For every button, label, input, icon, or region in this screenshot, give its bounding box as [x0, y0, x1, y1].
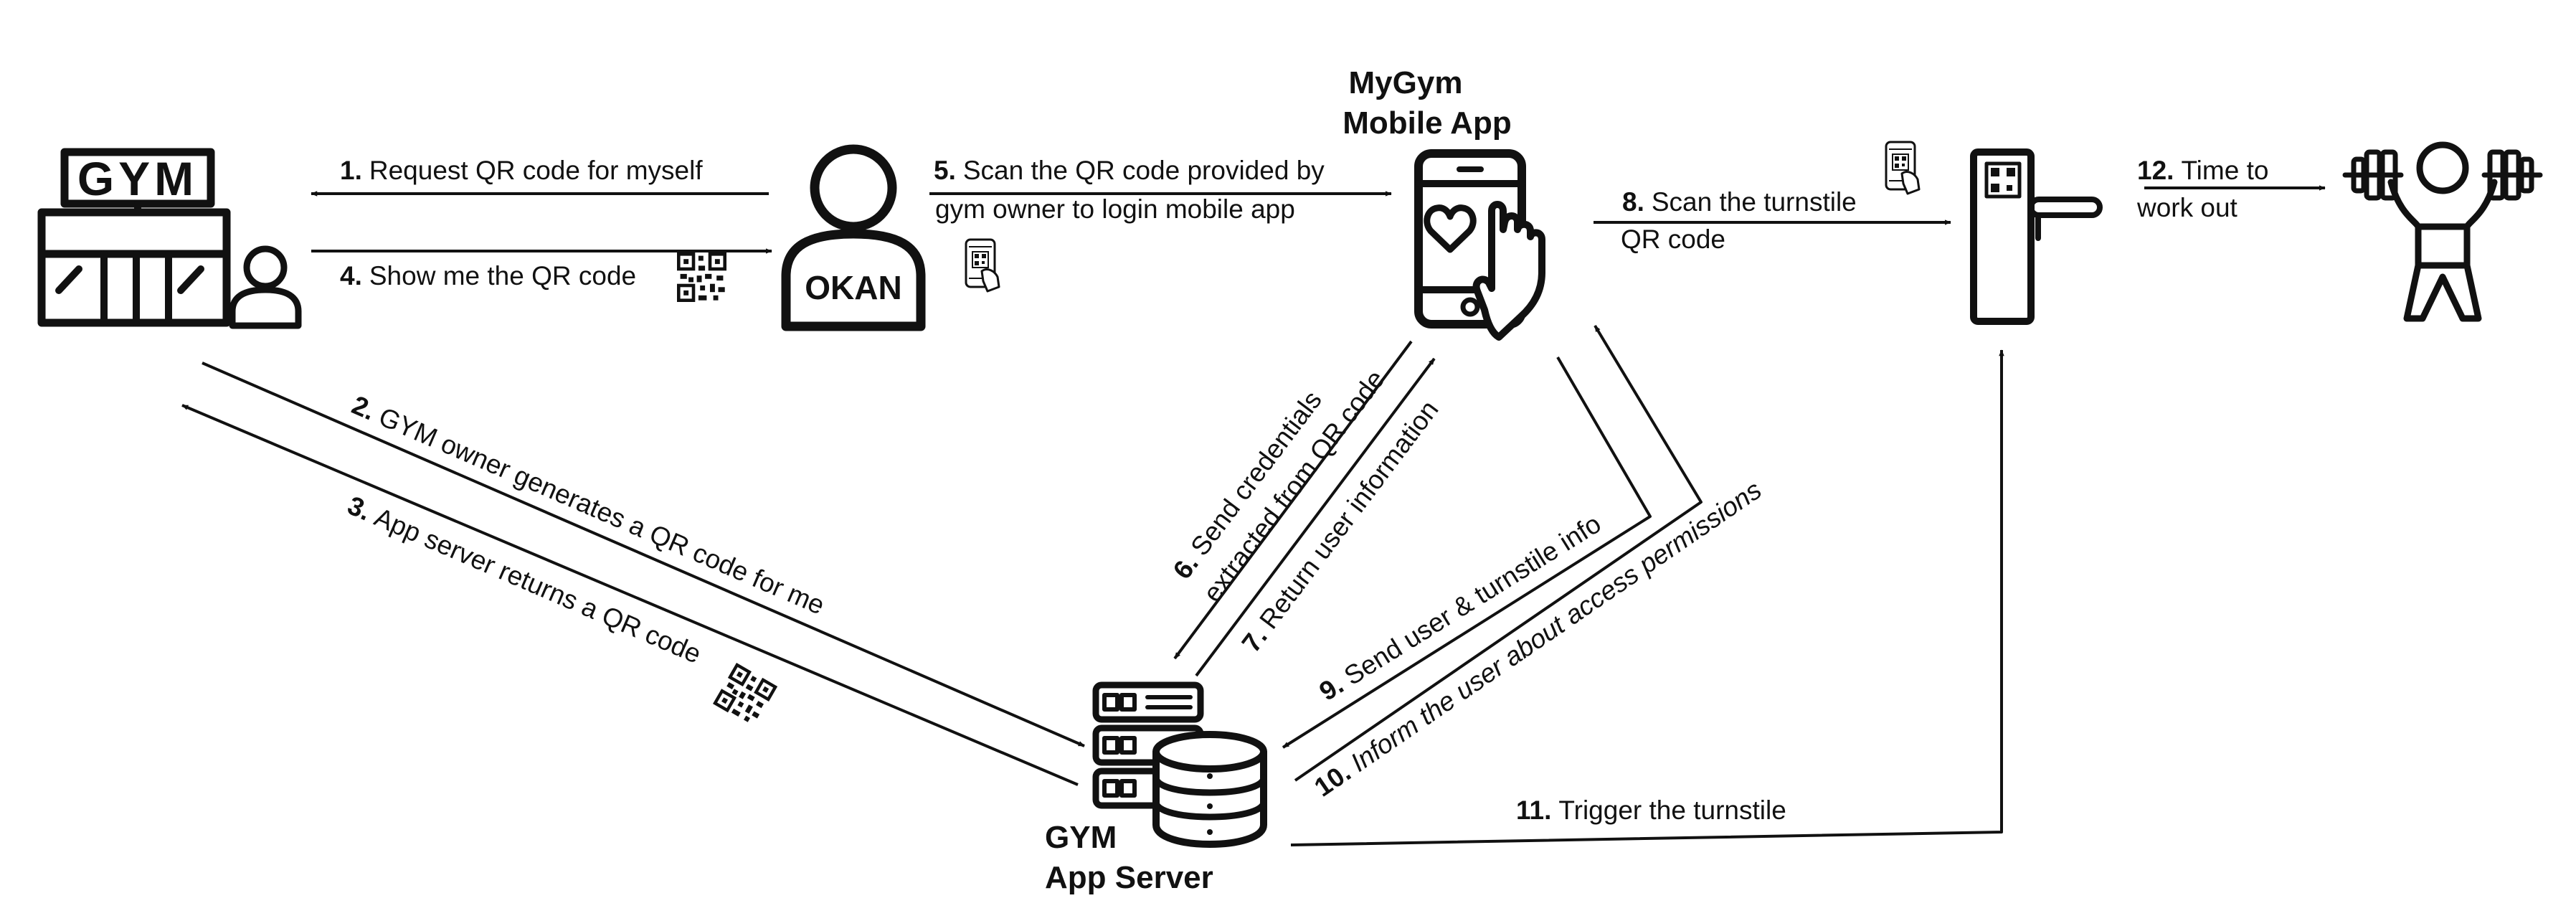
- step8-number: 8.: [1622, 187, 1644, 217]
- app-server-title-line1: GYM: [1045, 820, 1117, 855]
- step8-text: Scan the turnstile: [1652, 187, 1857, 217]
- mobile-app-title-line1: MyGym: [1349, 65, 1463, 100]
- step1-text: Request QR code for myself: [369, 156, 703, 185]
- step12-text-line2: work out: [2136, 193, 2238, 222]
- step2-number: 2.: [348, 390, 380, 426]
- gym-sign-text: GYM: [77, 152, 198, 205]
- step9-number: 9.: [1315, 670, 1349, 707]
- step11-label: 11.Trigger the turnstile: [1516, 795, 1786, 825]
- step8-text-line2: QR code: [1621, 225, 1725, 254]
- step8-label: 8. Scan the turnstile: [1622, 187, 1857, 217]
- step1-label: 1.Request QR code for myself: [340, 156, 703, 185]
- step11-number: 11.: [1516, 795, 1551, 825]
- qr-code-icon-step4: [677, 252, 726, 302]
- arrow-step2: [202, 362, 1085, 747]
- step4-text: Show me the QR code: [369, 261, 636, 291]
- arrow-step11: [1290, 349, 2004, 846]
- arrow-step6: [1173, 340, 1413, 660]
- weightlifter-icon: [2342, 141, 2543, 322]
- step12-text: Time to: [2181, 156, 2268, 185]
- arrow-step9: [1282, 356, 1652, 749]
- database-icon: [1152, 731, 1267, 848]
- step9-text: Send user & turnstile info: [1339, 509, 1606, 691]
- step5-text-line2: gym owner to login mobile app: [935, 194, 1295, 224]
- mobile-app-title-line2: Mobile App: [1343, 105, 1511, 141]
- qr-code-icon-step3: [713, 663, 777, 727]
- arrow-step10: [1294, 324, 1703, 782]
- turnstile-icon: [1970, 148, 2103, 325]
- phone-scan-qr-icon-step5: [965, 238, 1000, 293]
- step4-label: 4.Show me the QR code: [340, 261, 636, 291]
- phone-scan-qr-icon-step8: [1885, 141, 1921, 195]
- arrow-step7: [1195, 357, 1436, 677]
- step4-number: 4.: [340, 261, 362, 291]
- step5-label: 5.Scan the QR code provided by: [934, 156, 1325, 185]
- step3-number: 3.: [344, 491, 376, 526]
- okan-user-icon: OKAN: [781, 144, 926, 331]
- gym-building-icon: GYM: [37, 148, 231, 327]
- step2-text: GYM owner generates a QR code for me: [374, 402, 828, 620]
- step12-label: 12.Time to: [2137, 156, 2268, 185]
- gym-owner-icon: [229, 245, 302, 329]
- step12-number: 12.: [2137, 156, 2174, 185]
- mobile-phone-icon: [1414, 149, 1545, 341]
- step10-number: 10.: [1309, 757, 1356, 803]
- app-server-title-line2: App Server: [1045, 860, 1213, 895]
- okan-label: OKAN: [805, 269, 901, 306]
- step5-number: 5.: [934, 156, 956, 185]
- step11-text: Trigger the turnstile: [1558, 795, 1786, 825]
- step10-label: 10.Inform the user about access permissi…: [1309, 475, 1766, 802]
- arrow-step3: [181, 404, 1079, 786]
- step5-text: Scan the QR code provided by: [963, 156, 1325, 185]
- step1-number: 1.: [340, 156, 362, 185]
